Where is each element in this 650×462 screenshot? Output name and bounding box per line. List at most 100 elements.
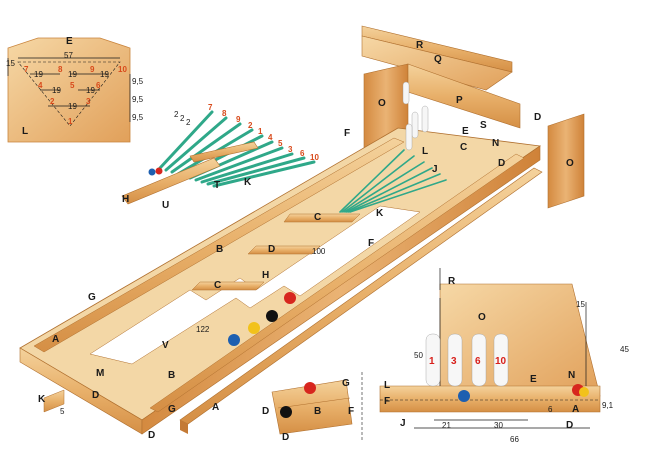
- dim: 9,5: [132, 77, 144, 86]
- label-h: H: [262, 270, 269, 281]
- label-d: D: [268, 244, 275, 255]
- label-c: C: [314, 212, 321, 223]
- pins-side-view: 1 3 6 10: [425, 333, 509, 387]
- label-j: J: [400, 418, 406, 429]
- pin-number: 6: [96, 81, 101, 90]
- label-d: D: [498, 158, 505, 169]
- label-f: F: [348, 406, 354, 417]
- dim: 45: [620, 345, 629, 354]
- label-e: E: [462, 126, 469, 137]
- label-l: L: [422, 146, 428, 157]
- label-f: F: [344, 128, 350, 139]
- dim: 19: [68, 102, 77, 111]
- alley-assembly: R Q O P S D F E N C L J K C B D H C G A …: [19, 25, 585, 441]
- label-u: U: [162, 200, 169, 211]
- pin-number: 4: [38, 81, 43, 90]
- label-n: N: [492, 138, 499, 149]
- dim: 19: [52, 86, 61, 95]
- dim: 50: [414, 351, 423, 360]
- dim: 66: [510, 435, 519, 444]
- label-k: K: [376, 208, 384, 219]
- label-d: D: [148, 430, 155, 441]
- pin-number: 8: [58, 65, 63, 74]
- label-d: D: [282, 432, 289, 443]
- pin-number: 1: [68, 117, 73, 126]
- label-d: D: [262, 406, 269, 417]
- label-q: Q: [434, 54, 442, 65]
- label-o: O: [478, 312, 486, 323]
- label-p: P: [456, 95, 463, 106]
- label-b: B: [314, 406, 321, 417]
- dim: 2: [186, 118, 191, 127]
- dim: 19: [34, 70, 43, 79]
- label-l: L: [384, 380, 390, 391]
- label-v: V: [162, 340, 169, 351]
- dim: 9,1: [602, 401, 614, 410]
- label-e: E: [66, 36, 73, 47]
- label-g: G: [168, 404, 176, 415]
- label-a: A: [212, 402, 219, 413]
- label-m: M: [96, 368, 104, 379]
- dim: 5: [60, 407, 65, 416]
- label-c: C: [214, 280, 221, 291]
- label-o: O: [378, 98, 386, 109]
- label-l: L: [22, 126, 28, 137]
- label-r: R: [448, 276, 456, 287]
- label-d: D: [566, 420, 573, 431]
- label-a: A: [572, 404, 579, 415]
- label-j: J: [432, 164, 438, 175]
- tooth-number: 9: [236, 115, 241, 124]
- rake-on-alley: [339, 149, 447, 213]
- tooth-number: 5: [278, 139, 283, 148]
- label-d: D: [92, 390, 99, 401]
- pin-number: 7: [24, 65, 29, 74]
- tooth-number: 4: [268, 133, 273, 142]
- tooth-number: 2: [248, 121, 253, 130]
- dim: 15: [576, 300, 585, 309]
- top-view-plan: E L 15 57 19 19 19 19 19 19 9,5 9,5 9,5 …: [6, 36, 144, 143]
- pin-number: 10: [495, 356, 507, 367]
- dim: 2: [180, 114, 185, 123]
- dim: 30: [494, 421, 503, 430]
- label-b: B: [168, 370, 175, 381]
- label-e: E: [530, 374, 537, 385]
- label-r: R: [416, 40, 424, 51]
- tooth-number: 10: [310, 153, 319, 162]
- pin-number: 3: [451, 356, 457, 367]
- label-g: G: [88, 292, 96, 303]
- label-b: B: [216, 244, 223, 255]
- label-k: K: [38, 394, 46, 405]
- pins-on-alley: [402, 81, 429, 151]
- label-n: N: [568, 370, 575, 381]
- dim: 21: [442, 421, 451, 430]
- label-f: F: [384, 396, 390, 407]
- label-o: O: [566, 158, 574, 169]
- tooth-number: 3: [288, 145, 293, 154]
- dim: 19: [100, 70, 109, 79]
- side-view: 1 3 6 10 R O L E N F A J D 15 45 50 9,1 …: [379, 268, 629, 444]
- tooth-number: 7: [208, 103, 213, 112]
- pin-number: 10: [118, 65, 127, 74]
- dim: 15: [6, 59, 15, 68]
- cross-section-detail: G D B F D: [262, 372, 363, 443]
- dim: 19: [68, 70, 77, 79]
- balls-on-alley: [228, 292, 296, 346]
- dim: 2: [174, 110, 179, 119]
- pin-number: 2: [50, 97, 55, 106]
- label-h: H: [122, 194, 129, 205]
- tooth-number: 8: [222, 109, 227, 118]
- label-k: K: [244, 177, 252, 188]
- label-c: C: [460, 142, 467, 153]
- dim: 19: [86, 86, 95, 95]
- label-g: G: [342, 378, 350, 389]
- dim: 6: [548, 405, 553, 414]
- label-f: F: [368, 238, 374, 249]
- dim: 122: [196, 325, 210, 334]
- pin-number: 6: [475, 356, 481, 367]
- dim: 57: [64, 51, 73, 60]
- tooth-number: 6: [300, 149, 305, 158]
- pin-number: 3: [86, 97, 91, 106]
- label-a: A: [52, 334, 59, 345]
- dim: 100: [312, 247, 326, 256]
